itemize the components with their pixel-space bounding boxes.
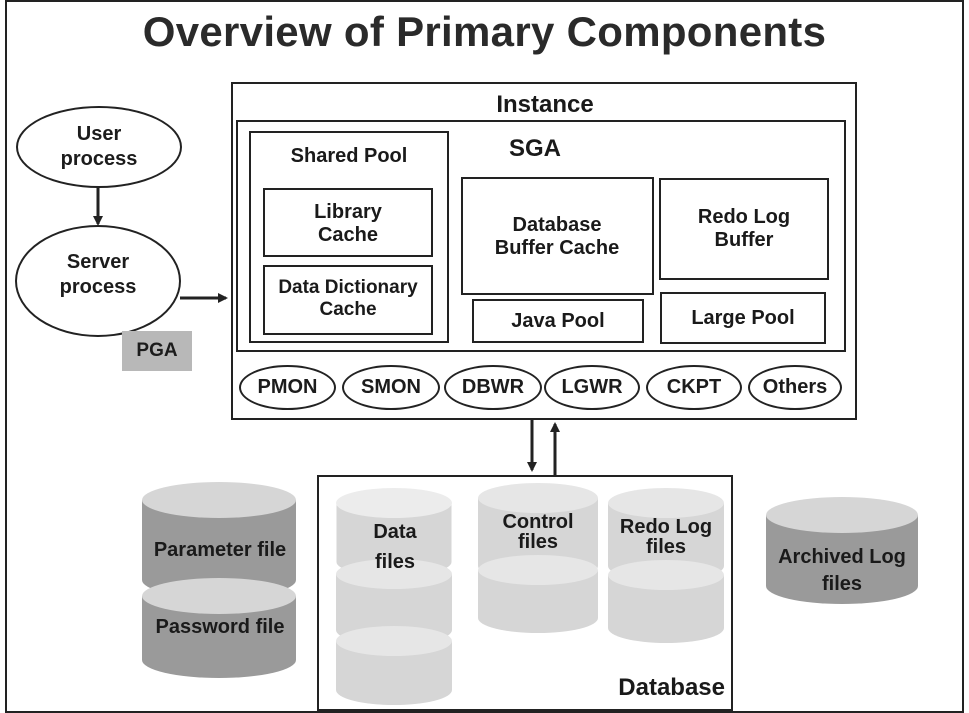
database-box xyxy=(317,475,733,711)
control-files-label: Control files xyxy=(502,511,574,553)
parameter-file-cylinder xyxy=(142,482,296,598)
database-buffer-cache-box xyxy=(461,177,654,295)
pga-box: PGA xyxy=(122,331,192,371)
data-files-label: Data files xyxy=(373,521,417,573)
archived-log-files-cylinder xyxy=(766,497,918,604)
large-pool-label: Large Pool xyxy=(691,307,795,329)
ckpt-process: CKPT xyxy=(646,365,742,410)
pmon-process: PMON xyxy=(239,365,336,410)
redo-log-buffer-box xyxy=(659,178,829,280)
password-file-label: Password file xyxy=(155,616,285,638)
library-cache-box xyxy=(263,188,433,257)
shared-pool-label: Shared Pool xyxy=(290,145,408,167)
archived-log-files-label: Archived Log files xyxy=(778,546,906,595)
data-files-cylinder xyxy=(335,488,453,705)
redo-log-buffer-label: Redo Log Buffer xyxy=(697,206,791,251)
database-buffer-cache-label: Database Buffer Cache xyxy=(494,214,620,259)
java-pool-box xyxy=(472,299,644,343)
smon-process: SMON xyxy=(342,365,440,410)
redo-log-files-cylinder xyxy=(608,488,724,643)
page-frame xyxy=(5,0,964,713)
page-title: Overview of Primary Components xyxy=(142,8,827,55)
instance-label: Instance xyxy=(496,91,594,118)
parameter-file-label: Parameter file xyxy=(153,539,287,561)
server-process: Server process xyxy=(15,225,181,337)
password-file-cylinder xyxy=(142,578,296,678)
database-label: Database xyxy=(618,674,725,701)
large-pool-box xyxy=(660,292,826,344)
redo-log-files-label: Redo Log files xyxy=(619,516,713,558)
control-files-cylinder xyxy=(478,483,598,633)
dbwr-process: DBWR xyxy=(444,365,542,410)
data-dictionary-cache-box xyxy=(263,265,433,335)
others-process: Others xyxy=(748,365,842,410)
user-process: User process xyxy=(16,106,182,188)
library-cache-label: Library Cache xyxy=(314,201,382,246)
java-pool-label: Java Pool xyxy=(511,310,605,332)
data-dictionary-cache-label: Data Dictionary Cache xyxy=(278,277,418,320)
sga-label: SGA xyxy=(508,135,561,162)
lgwr-process: LGWR xyxy=(544,365,640,410)
